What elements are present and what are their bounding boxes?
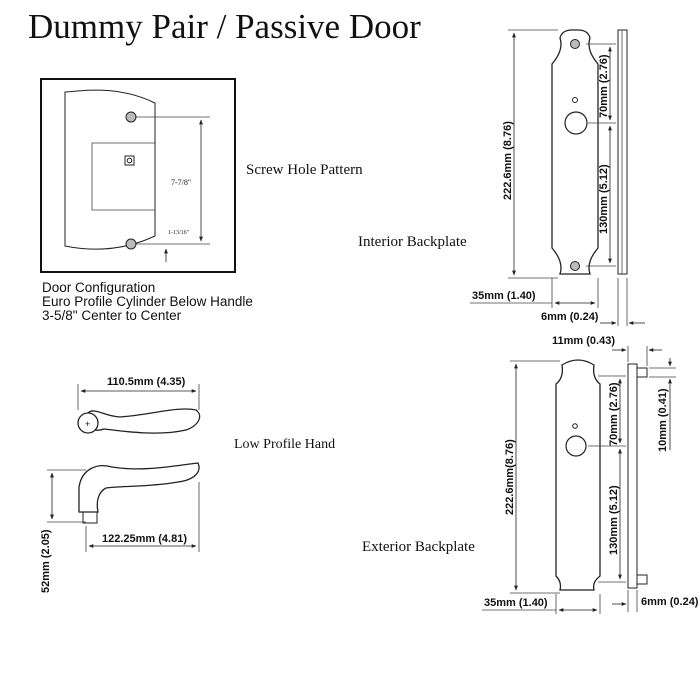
config-line-3: 3-5/8" Center to Center bbox=[42, 308, 182, 323]
interior-screw-bottom bbox=[570, 261, 580, 271]
cylinder-cutout bbox=[91, 142, 155, 211]
exterior-lower-label: 130mm (5.12) bbox=[608, 485, 620, 555]
label-interior-backplate: Interior Backplate bbox=[358, 234, 467, 250]
exterior-backplate: 222.6mm(8.76) 70mm (2.76) 130mm (5.12) 1… bbox=[482, 335, 699, 614]
interior-height-label: 222.6mm (8.76) bbox=[502, 121, 514, 200]
handle-top-length-label: 110.5mm (4.35) bbox=[107, 376, 186, 388]
exterior-cylinder-hole bbox=[565, 435, 587, 457]
low-profile-handle: 110.5mm (4.35) + 52mm (2.05) 122.25mm (4… bbox=[40, 376, 201, 593]
spindle-hole bbox=[126, 157, 133, 164]
exterior-top-depth-label: 11mm (0.43) bbox=[552, 335, 615, 347]
interior-side-profile bbox=[617, 29, 628, 275]
exterior-width-label: 35mm (1.40) bbox=[484, 597, 548, 609]
spindle-square bbox=[124, 155, 135, 166]
handle-side-view bbox=[78, 462, 200, 513]
door-edge-outline bbox=[64, 89, 156, 250]
interior-lower-label: 130mm (5.12) bbox=[598, 164, 610, 234]
interior-spindle-dot bbox=[572, 97, 578, 103]
interior-plate-outline bbox=[551, 29, 599, 275]
handle-rose bbox=[77, 412, 99, 434]
label-screw-hole-pattern: Screw Hole Pattern bbox=[246, 162, 363, 178]
interior-backplate: 222.6mm (8.76) 70mm (2.76) 130mm (5.12) … bbox=[470, 29, 645, 326]
page-title: Dummy Pair / Passive Door bbox=[28, 7, 421, 46]
exterior-height-label: 222.6mm(8.76) bbox=[504, 439, 516, 515]
interior-depth-label: 6mm (0.24) bbox=[541, 311, 599, 323]
label-exterior-backplate: Exterior Backplate bbox=[362, 539, 475, 555]
interior-upper-label: 70mm (2.76) bbox=[598, 54, 610, 118]
handle-top-view bbox=[85, 408, 201, 434]
handle-side-length-label: 122.25mm (4.81) bbox=[102, 533, 187, 545]
handle-height-label: 52mm (2.05) bbox=[40, 529, 52, 593]
label-low-profile-hand: Low Profile Hand bbox=[234, 437, 335, 452]
screw-hole-pattern: 7-7/8" 1-13/16" bbox=[40, 78, 236, 273]
screw-hole-bottom bbox=[125, 238, 137, 250]
config-line-1: Door Configuration bbox=[42, 280, 155, 295]
exterior-spindle-label: 10mm (0.41) bbox=[657, 388, 669, 452]
exterior-spindle-dot bbox=[572, 423, 578, 429]
exterior-spindle-stub-top bbox=[636, 367, 648, 378]
config-line-2: Euro Profile Cylinder Below Handle bbox=[42, 294, 253, 309]
interior-width-label: 35mm (1.40) bbox=[472, 290, 536, 302]
exterior-spindle-stub-bottom bbox=[636, 574, 648, 585]
dim-seven-eighths: 7-7/8" bbox=[171, 178, 191, 187]
exterior-upper-label: 70mm (2.76) bbox=[608, 382, 620, 446]
handle-neck bbox=[82, 512, 98, 524]
dim-one-thirteen: 1-13/16" bbox=[168, 230, 190, 236]
interior-screw-top bbox=[570, 39, 580, 49]
exterior-depth-label: 6mm (0.24) bbox=[641, 596, 699, 608]
exterior-side-profile bbox=[627, 363, 638, 589]
interior-cylinder-hole bbox=[564, 111, 588, 135]
screw-hole-top bbox=[125, 111, 137, 123]
exterior-plate-outline bbox=[555, 359, 601, 591]
handle-center-mark: + bbox=[85, 419, 90, 429]
